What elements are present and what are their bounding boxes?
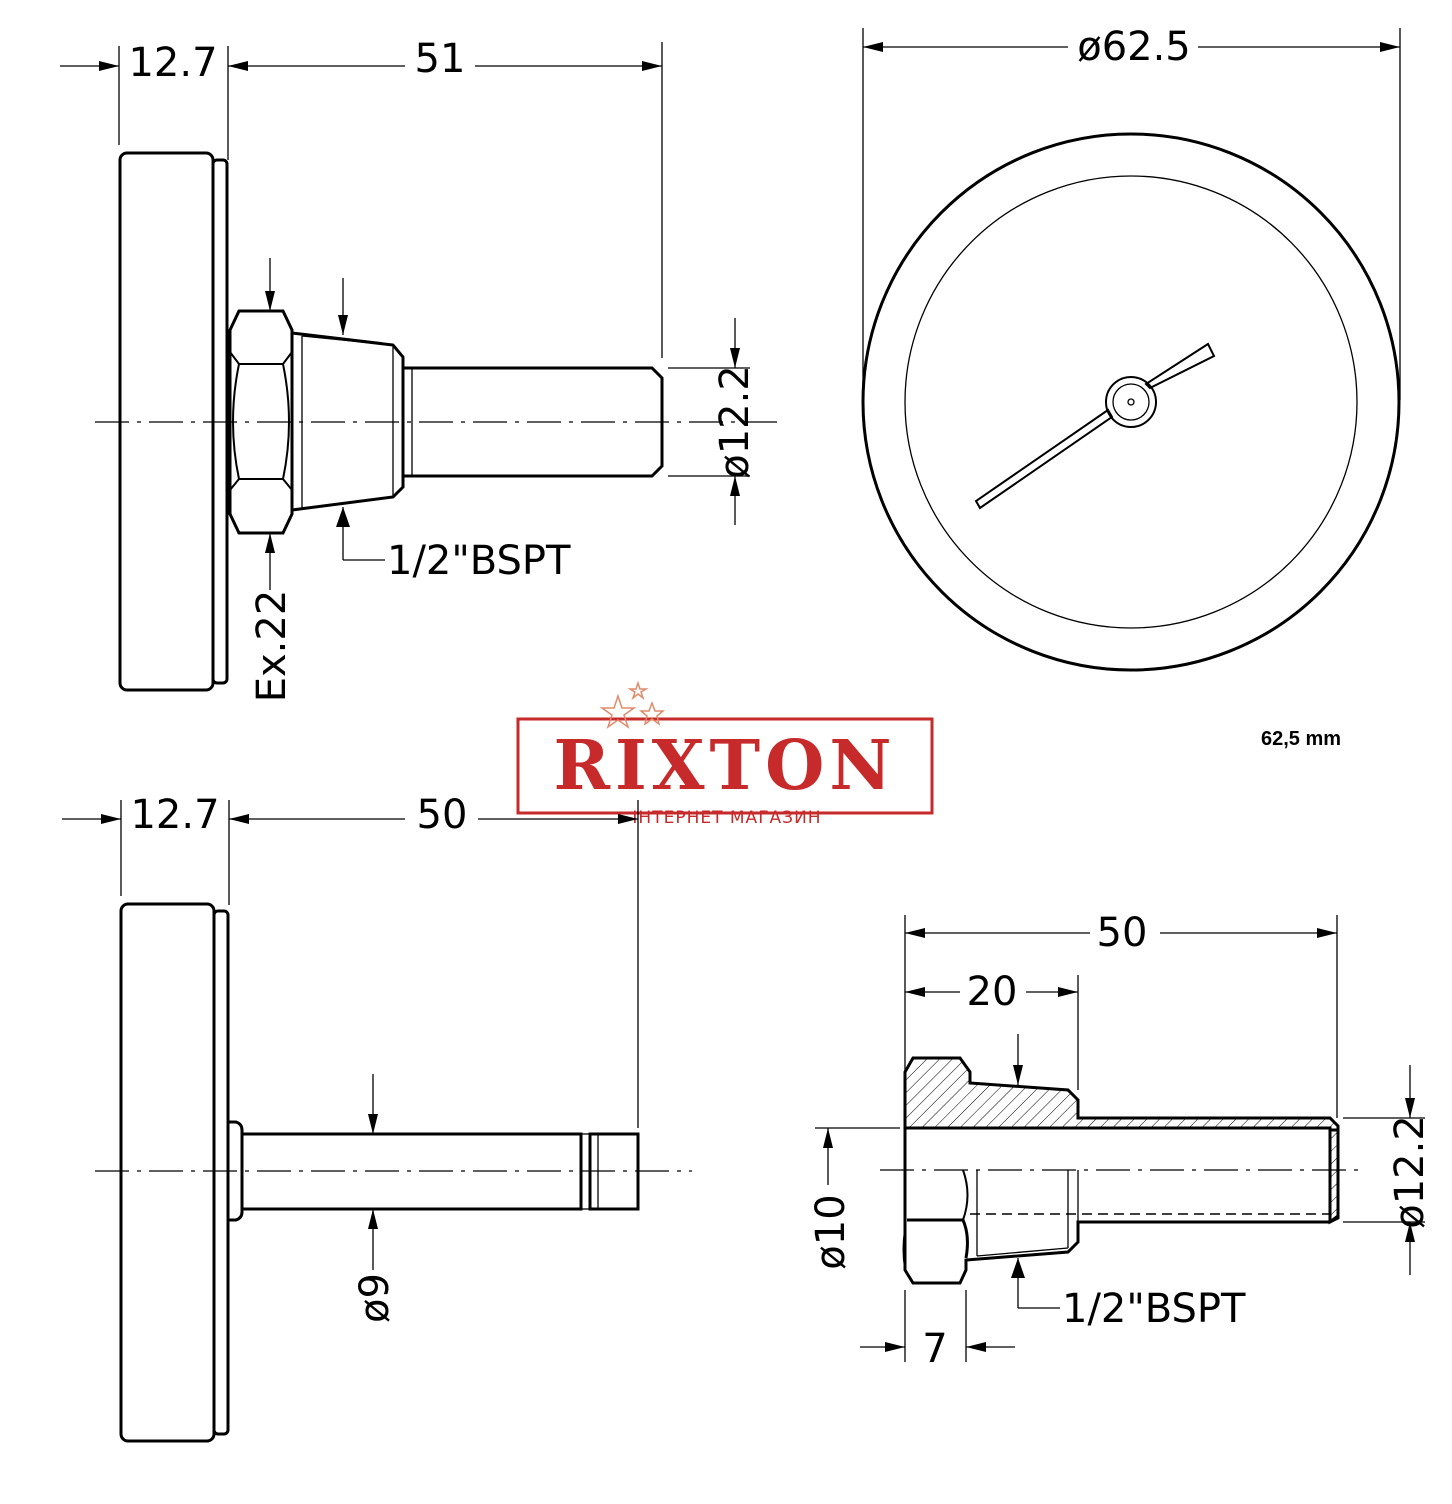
dim-hex-length: 7	[922, 1326, 947, 1372]
dim-stem-length: 51	[415, 36, 466, 82]
tapered-thread	[291, 331, 405, 512]
dim-thread-top: 1/2"BSPT	[387, 538, 571, 584]
dim-face-thickness-2: 12.7	[130, 792, 219, 838]
dial-face	[904, 175, 1358, 629]
dial-outer-rim	[861, 132, 1401, 672]
dim-outer-diameter: ø12.2	[1387, 1115, 1433, 1229]
size-caption: 62,5 mm	[1261, 728, 1341, 750]
dim-thread-length: 20	[967, 969, 1018, 1015]
dim-inner-diameter: ø10	[808, 1194, 854, 1269]
dim-face-thickness: 12.7	[128, 40, 217, 86]
front-view: ø62.5	[861, 24, 1401, 672]
pointer-needle	[974, 342, 1216, 510]
star-icon	[599, 680, 666, 729]
dim-dial-diameter: ø62.5	[1077, 24, 1191, 70]
watermark-tagline: ІНТЕРНЕТ МАГАЗИН	[632, 808, 821, 828]
side-view-bottom: 12.7 50 ø9	[62, 792, 692, 1443]
bezel-ring-2	[212, 909, 230, 1436]
case-body-2	[119, 902, 216, 1443]
watermark-brand: RIXTON	[553, 726, 896, 806]
dim-hex: Ex.22	[249, 590, 295, 703]
dim-total-length: 50	[1097, 910, 1148, 956]
section-hatch-upper	[903, 1056, 1340, 1225]
thermowell-section: 50 20 ø12.2 ø10	[808, 910, 1433, 1372]
side-view-top: 12.7 51	[60, 36, 785, 702]
dim-stem-diameter: ø12.2	[712, 365, 758, 479]
dim-thread-bottom: 1/2"BSPT	[1062, 1286, 1246, 1332]
dim-stem-diameter-2: ø9	[352, 1273, 398, 1323]
dim-stem-length-2: 50	[417, 792, 468, 838]
watermark-logo: RIXTON ІНТЕРНЕТ МАГАЗИН	[516, 680, 934, 828]
hex-lower	[907, 1218, 969, 1259]
